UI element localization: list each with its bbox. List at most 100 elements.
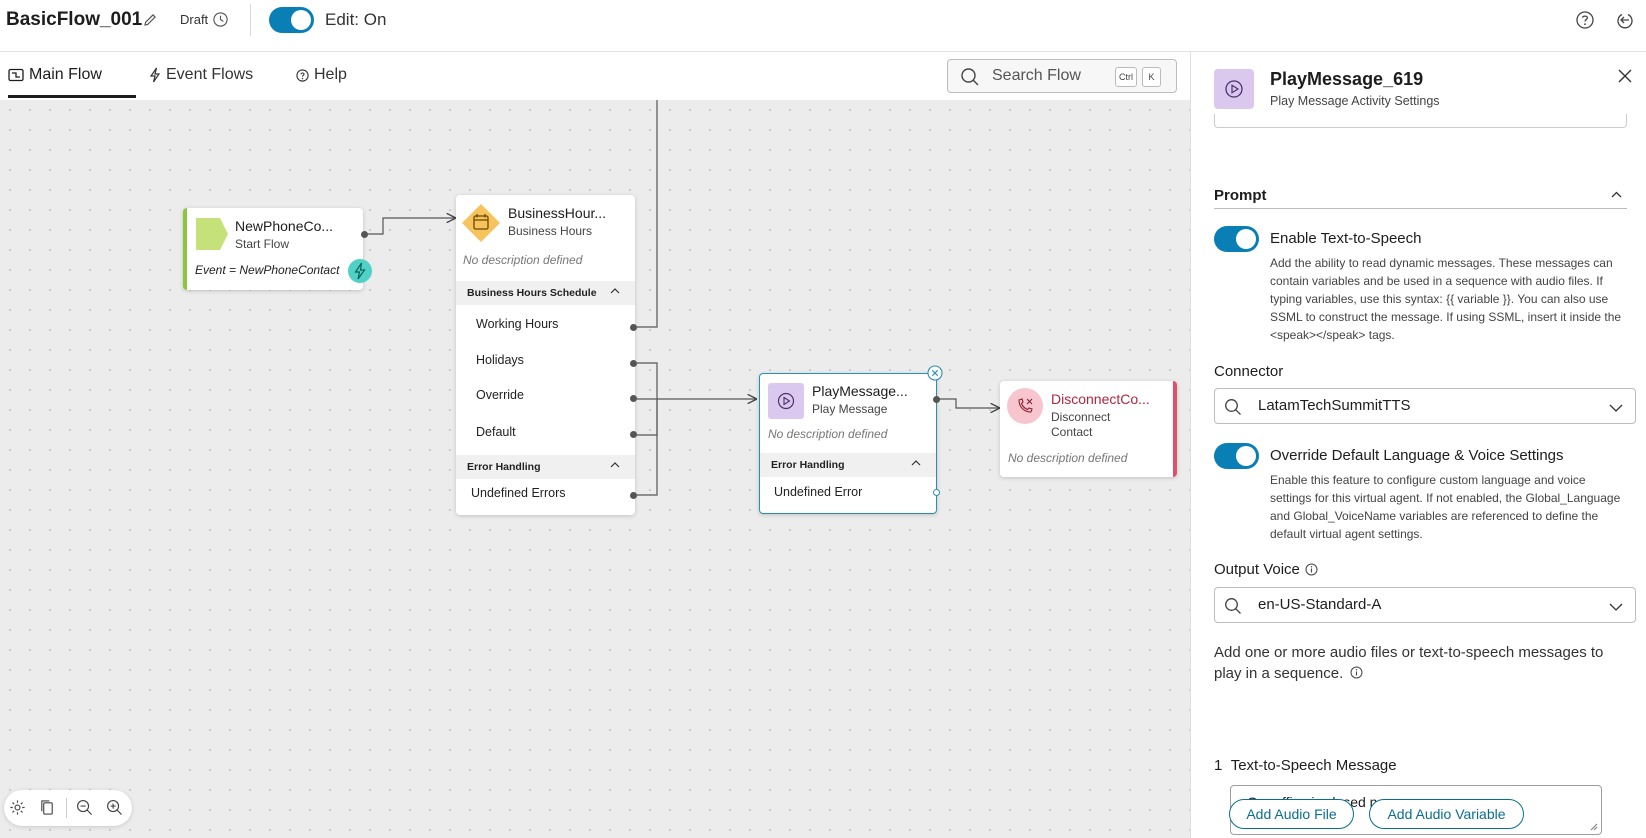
draft-status: Draft (180, 12, 209, 27)
disconnect-phone-icon (1007, 388, 1043, 424)
start-flow-icon (196, 218, 228, 250)
enable-tts-label: Enable Text-to-Speech (1270, 230, 1422, 247)
copy-icon[interactable] (39, 799, 56, 816)
search-icon (1225, 598, 1241, 614)
output-voice-label: Output Voice (1214, 561, 1318, 578)
active-tab-indicator (8, 95, 136, 98)
edit-toggle[interactable] (269, 7, 314, 33)
zoom-in-icon[interactable] (106, 799, 123, 816)
info-icon[interactable] (1305, 563, 1318, 576)
connector-holidays (637, 362, 658, 400)
prompt-section-header[interactable]: Prompt (1214, 178, 1627, 209)
business-hours-subtitle: Business Hours (508, 224, 593, 238)
panel-play-message-icon (1214, 69, 1254, 109)
outcome-undefined-error: Undefined Error (774, 485, 863, 499)
override-voice-toggle[interactable] (1214, 443, 1259, 469)
connector-value: LatamTechSummitTTS (1258, 397, 1411, 414)
play-circle-icon (1225, 80, 1243, 98)
delete-node-icon[interactable] (927, 365, 943, 381)
business-hours-error-header[interactable]: Error Handling (456, 455, 635, 479)
pencil-icon[interactable] (142, 12, 158, 28)
port-default[interactable] (630, 431, 637, 438)
play-message-output-port[interactable] (933, 396, 940, 403)
disconnect-subtitle-1: Disconnect (1051, 410, 1111, 424)
override-voice-label: Override Default Language & Voice Settin… (1270, 447, 1564, 464)
chevron-up-icon (610, 288, 620, 294)
play-message-error-port[interactable] (933, 489, 940, 496)
activity-settings-panel: PlayMessage_619 Play Message Activity Se… (1190, 52, 1646, 838)
info-icon[interactable] (1350, 666, 1363, 679)
connector-start-to-business-hours (362, 218, 455, 235)
canvas-toolbar (4, 790, 132, 826)
connector-working-hours (637, 100, 658, 328)
error-header-label: Error Handling (467, 461, 541, 473)
play-message-icon (768, 383, 804, 419)
business-hours-schedule-header[interactable]: Business Hours Schedule (456, 281, 635, 305)
outcome-override: Override (476, 388, 524, 402)
tab-help[interactable]: Help (296, 66, 347, 84)
flow-canvas[interactable]: NewPhoneCo... Start Flow Event = NewPhon… (0, 100, 1190, 838)
signout-icon[interactable] (1615, 10, 1635, 30)
port-holidays[interactable] (630, 360, 637, 367)
add-audio-variable-button[interactable]: Add Audio Variable (1369, 799, 1524, 829)
play-error-header-label: Error Handling (771, 459, 845, 471)
connector-default (637, 400, 658, 436)
header-divider (250, 4, 251, 36)
override-voice-help: Enable this feature to configure custom … (1270, 473, 1621, 541)
outcome-undefined-errors: Undefined Errors (471, 486, 566, 500)
output-voice-label-text: Output Voice (1214, 561, 1300, 578)
start-node-subtitle: Start Flow (235, 237, 290, 251)
connector-play-to-disconnect (936, 398, 999, 408)
description-textarea-edge[interactable] (1214, 114, 1627, 128)
chevron-up-icon (911, 460, 921, 466)
zoom-out-icon[interactable] (76, 799, 93, 816)
enable-tts-toggle[interactable] (1214, 226, 1259, 252)
connector-lines (362, 100, 1190, 496)
disconnect-subtitle-2: Contact (1051, 425, 1093, 439)
event-lightning-icon[interactable] (347, 258, 373, 284)
play-message-description: No description defined (768, 427, 888, 441)
add-audio-file-button[interactable]: Add Audio File (1229, 799, 1354, 829)
port-working-hours[interactable] (630, 324, 637, 331)
toolbar-divider (66, 798, 67, 818)
output-voice-value: en-US-Standard-A (1258, 596, 1382, 613)
start-node-title: NewPhoneCo... (235, 218, 334, 234)
tab-main-flow-label: Main Flow (29, 66, 102, 83)
chevron-down-icon (1609, 404, 1623, 412)
tab-main-flow[interactable]: Main Flow (8, 66, 102, 84)
port-override[interactable] (630, 395, 637, 402)
start-flow-node[interactable]: NewPhoneCo... Start Flow Event = NewPhon… (183, 208, 368, 290)
play-message-error-header[interactable]: Error Handling (760, 453, 936, 477)
close-icon[interactable] (1617, 68, 1633, 84)
message-type-label: Text-to-Speech Message (1230, 757, 1397, 774)
business-hours-node[interactable]: BusinessHour... Business Hours No descri… (456, 195, 637, 515)
enable-tts-help: Add the ability to read dynamic messages… (1270, 256, 1622, 342)
resize-grip-icon[interactable] (1590, 823, 1598, 831)
top-bar: BasicFlow_001 Draft Edit: On (0, 0, 1646, 52)
play-message-title: PlayMessage... (812, 383, 908, 399)
clock-icon[interactable] (212, 11, 229, 28)
tab-event-flows[interactable]: Event Flows (149, 66, 253, 84)
connector-label-text: Connector (1214, 363, 1284, 380)
search-icon (961, 68, 979, 86)
play-message-subtitle: Play Message (812, 402, 888, 416)
business-hours-description: No description defined (463, 253, 583, 267)
panel-title: PlayMessage_619 (1270, 69, 1424, 89)
calendar-icon (462, 204, 500, 242)
port-undefined-errors[interactable] (630, 492, 637, 499)
start-node-output-port[interactable] (361, 231, 368, 238)
business-hours-title: BusinessHour... (508, 205, 607, 221)
search-flow-input[interactable]: Search Flow Ctrl K (947, 59, 1177, 93)
play-message-node[interactable]: PlayMessage... Play Message No descripti… (759, 373, 940, 514)
help-icon (296, 68, 309, 82)
disconnect-title: DisconnectCo... (1051, 391, 1150, 407)
settings-gear-icon[interactable] (9, 799, 26, 816)
chevron-up-icon (1611, 191, 1622, 198)
connector-select[interactable]: LatamTechSummitTTS (1214, 388, 1636, 424)
output-voice-select[interactable]: en-US-Standard-A (1214, 587, 1636, 623)
disconnect-contact-node[interactable]: DisconnectCo... Disconnect Contact No de… (1000, 381, 1177, 477)
help-circle-icon[interactable] (1575, 10, 1595, 30)
prompt-header-label: Prompt (1214, 187, 1267, 204)
tab-help-label: Help (314, 66, 347, 83)
disconnect-description: No description defined (1008, 451, 1128, 465)
